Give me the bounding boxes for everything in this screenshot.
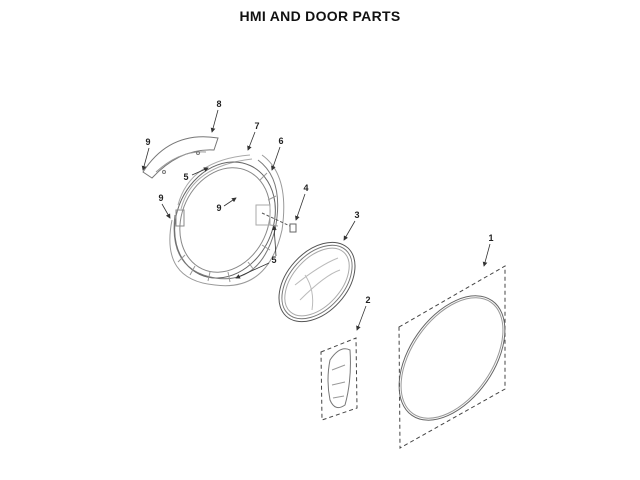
part-7-outer-trim[interactable] [177, 154, 253, 210]
part-4-latch[interactable] [261, 212, 297, 233]
callout-1[interactable]: 1 [488, 233, 494, 243]
callout-9c[interactable]: 9 [216, 203, 222, 213]
callout-2[interactable]: 2 [365, 295, 371, 305]
callout-8[interactable]: 8 [216, 99, 222, 109]
diagram-title: HMI AND DOOR PARTS [239, 8, 401, 24]
callout-9a[interactable]: 9 [145, 137, 151, 147]
part-1-gasket-ring[interactable] [377, 265, 526, 449]
callout-6[interactable]: 6 [278, 136, 284, 146]
leader-lines [141, 109, 491, 331]
part-3-door-glass[interactable] [264, 228, 370, 337]
callout-5a[interactable]: 5 [271, 255, 277, 265]
callout-4[interactable]: 4 [303, 183, 309, 193]
part-8-hmi-cover[interactable] [142, 136, 219, 179]
part-6-inner-frame[interactable] [156, 145, 294, 294]
callout-7[interactable]: 7 [254, 121, 260, 131]
callout-9b[interactable]: 9 [158, 193, 164, 203]
callout-5b[interactable]: 5 [183, 172, 189, 182]
callout-3[interactable]: 3 [354, 210, 360, 220]
part-2-hinge[interactable] [320, 337, 358, 421]
